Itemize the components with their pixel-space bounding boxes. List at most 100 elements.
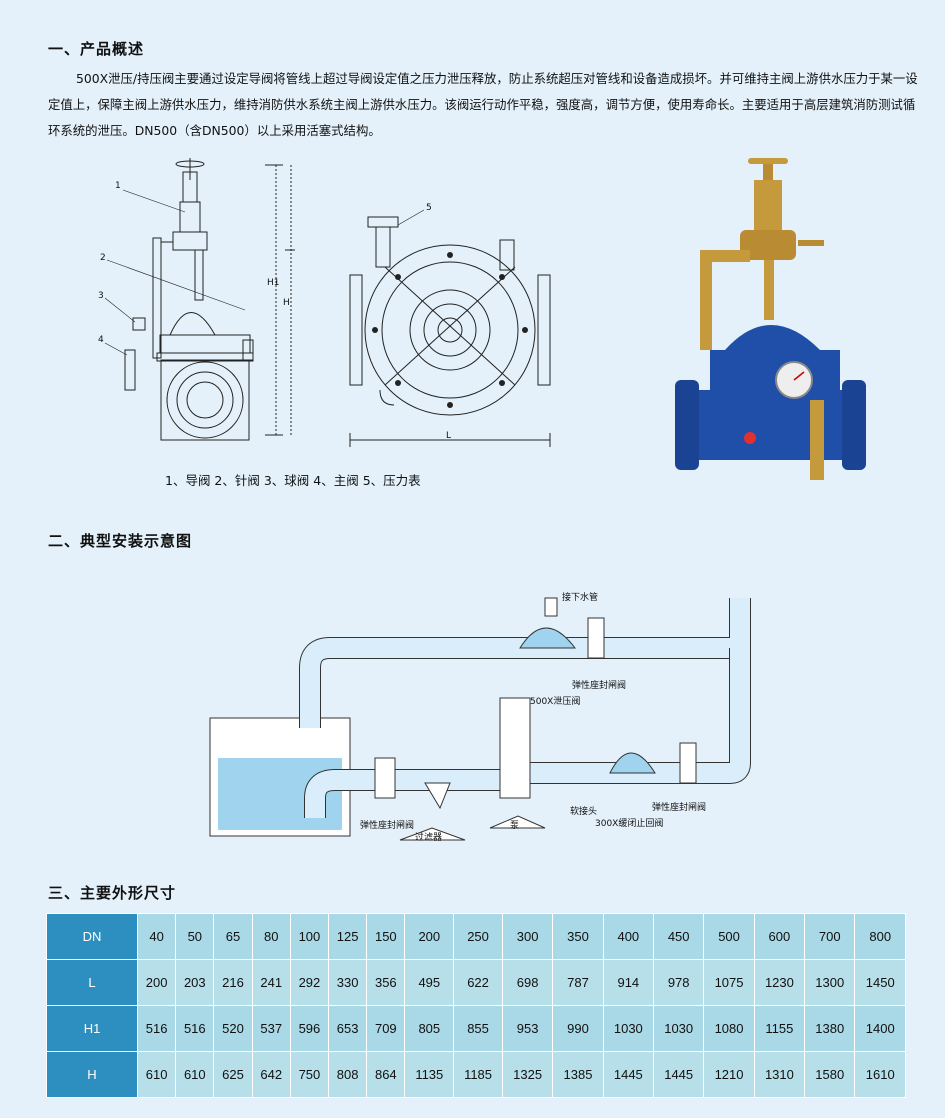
table-cell: 709 [366,1005,406,1052]
table-cell: 330 [328,959,368,1006]
dim-h1: H1 [267,278,280,288]
callout-3: 3 [98,291,104,301]
table-cell: 864 [366,1051,406,1098]
table-cell: 787 [552,959,604,1006]
label-gate-left: 弹性座封闸阀 [360,819,414,831]
table-cell: 516 [136,1005,177,1052]
table-cell: 1030 [602,1005,655,1052]
section-title-installation: 二、典型安装示意图 [48,532,193,550]
callout-4: 4 [98,335,104,345]
table-cell: 610 [175,1051,215,1098]
label-drain: 接下水管 [562,591,598,603]
table-cell: 80 [251,913,291,960]
table-cell: 1445 [602,1051,655,1098]
table-cell: 914 [602,959,655,1006]
table-cell: 516 [175,1005,215,1052]
table-cell: 520 [213,1005,253,1052]
row-header: DN [46,913,138,960]
table-cell: 495 [404,959,455,1006]
table-cell: 610 [136,1051,177,1098]
table-cell: 1300 [804,959,856,1006]
table-cell: 1610 [854,1051,906,1098]
table-cell: 250 [453,913,503,960]
label-gate-top: 弹性座封闸阀 [572,679,626,691]
callout-5: 5 [426,203,432,213]
table-cell: 100 [289,913,330,960]
table-cell: 1230 [753,959,806,1006]
table-cell: 203 [175,959,215,1006]
row-header: H1 [46,1005,138,1052]
table-cell: 200 [136,959,177,1006]
table-cell: 300 [501,913,554,960]
table-cell: 292 [289,959,330,1006]
valve-front-view-drawing: 5 L [349,203,551,447]
table-cell: 625 [213,1051,253,1098]
label-gate-right: 弹性座封闸阀 [652,801,706,813]
label-pump: 泵 [510,820,519,831]
table-cell: 1325 [501,1051,554,1098]
table-cell: 1210 [703,1051,755,1098]
table-cell: 800 [854,913,906,960]
installation-diagram: 接下水管 弹性座封闸阀 500X泄压阀 弹性座封闸阀 过滤器 泵 软接头 弹性座… [209,591,751,843]
table-cell: 1380 [804,1005,856,1052]
parts-legend: 1、导阀 2、针阀 3、球阀 4、主阀 5、压力表 [165,473,421,488]
table-cell: 600 [753,913,806,960]
valve-side-view-drawing: 1 2 3 4 H1 H [98,158,295,441]
section-title-dimensions: 三、主要外形尺寸 [48,884,177,902]
table-cell: 1080 [703,1005,755,1052]
table-cell: 216 [213,959,253,1006]
table-cell: 700 [804,913,856,960]
table-cell: 855 [453,1005,503,1052]
table-cell: 1135 [404,1051,455,1098]
table-cell: 356 [366,959,406,1006]
table-cell: 450 [652,913,705,960]
callout-2: 2 [100,253,106,263]
table-cell: 1450 [854,959,906,1006]
table-cell: 65 [213,913,253,960]
table-cell: 1030 [652,1005,705,1052]
table-cell: 500 [703,913,755,960]
table-cell: 698 [501,959,554,1006]
table-cell: 622 [453,959,503,1006]
table-cell: 241 [251,959,291,1006]
label-check: 300X缓闭止回阀 [595,817,663,829]
table-cell: 978 [652,959,705,1006]
table-cell: 1310 [753,1051,806,1098]
table-cell: 40 [136,913,177,960]
table-cell: 50 [175,913,215,960]
label-filter: 过滤器 [415,831,442,843]
row-header: H [46,1051,138,1098]
table-cell: 990 [552,1005,604,1052]
table-cell: 400 [602,913,655,960]
table-cell: 1185 [453,1051,503,1098]
table-cell: 1075 [703,959,755,1006]
table-cell: 537 [251,1005,291,1052]
table-cell: 805 [404,1005,455,1052]
table-cell: 653 [328,1005,368,1052]
table-cell: 150 [366,913,406,960]
table-cell: 953 [501,1005,554,1052]
section-title-overview: 一、产品概述 [48,40,145,58]
table-cell: 1580 [804,1051,856,1098]
callout-1: 1 [115,181,121,191]
table-cell: 750 [289,1051,330,1098]
table-cell: 808 [328,1051,368,1098]
table-cell: 596 [289,1005,330,1052]
label-relief: 500X泄压阀 [530,695,580,707]
table-cell: 1385 [552,1051,604,1098]
label-soft-joint: 软接头 [570,805,597,817]
table-cell: 1400 [854,1005,906,1052]
table-cell: 200 [404,913,455,960]
row-header: L [46,959,138,1006]
dim-h: H [283,298,290,308]
table-cell: 350 [552,913,604,960]
overview-paragraph: 500X泄压/持压阀主要通过设定导阀将管线上超过导阀设定值之压力泄压释放，防止系… [48,71,918,138]
table-cell: 1445 [652,1051,705,1098]
table-cell: 1155 [753,1005,806,1052]
table-cell: 125 [328,913,368,960]
